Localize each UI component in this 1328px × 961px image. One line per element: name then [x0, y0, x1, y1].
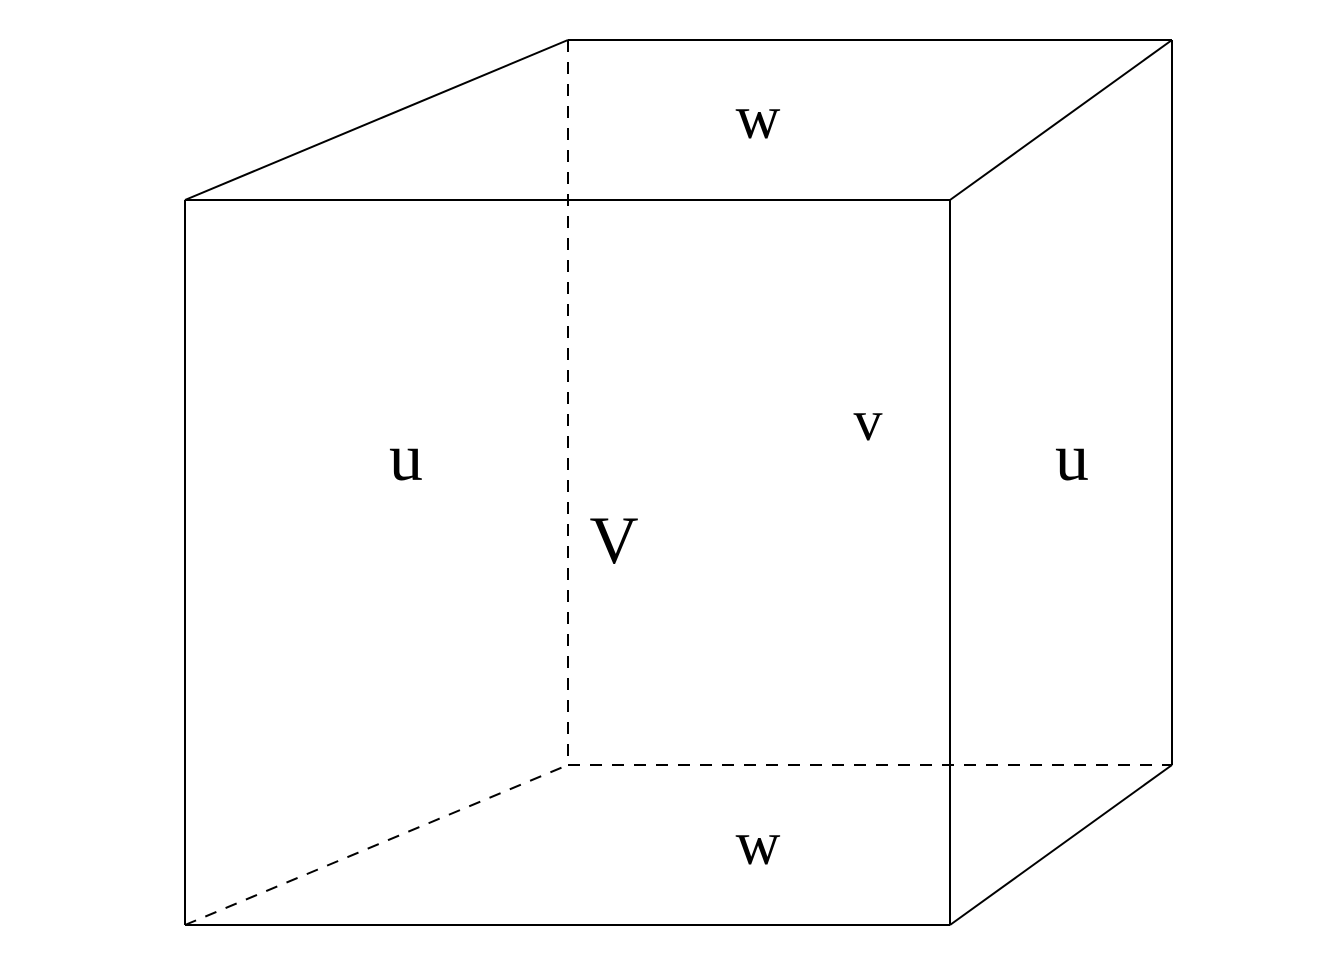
top-face-label: w	[736, 84, 781, 152]
volume-label: V	[589, 502, 638, 578]
top-right-diagonal-edge	[949, 39, 1173, 201]
bottom-left-hidden-diagonal-edge	[184, 764, 569, 926]
right-face-label: u	[1055, 419, 1089, 495]
visible-edges	[184, 39, 1173, 926]
bottom-face-label: w	[736, 810, 781, 878]
left-face-label: u	[389, 419, 423, 495]
hidden-edges	[184, 40, 1172, 926]
top-left-diagonal-edge	[184, 39, 569, 201]
bottom-right-diagonal-edge	[949, 764, 1173, 926]
back-face-label: v	[854, 388, 883, 453]
face-labels: w w u u v V	[389, 84, 1089, 878]
